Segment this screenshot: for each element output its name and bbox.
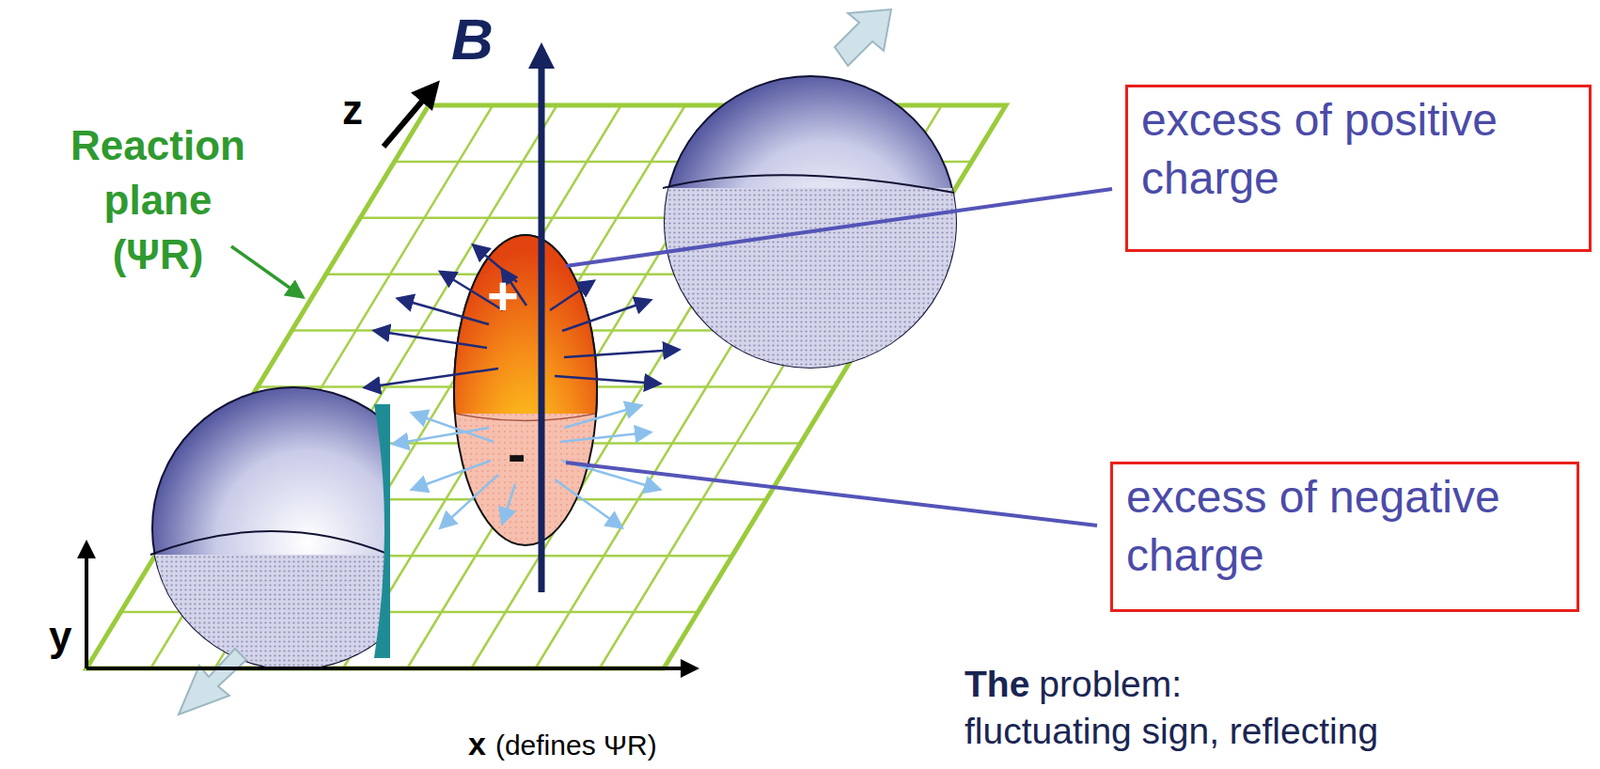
- emission-arrow: [441, 474, 499, 527]
- emission-arrows: [366, 246, 677, 527]
- emission-arrow: [394, 427, 489, 444]
- drawing-part: [454, 235, 597, 546]
- emission-arrow: [366, 368, 499, 388]
- emission-arrow: [549, 282, 593, 311]
- callout-box: excess of negative charge: [1110, 461, 1580, 612]
- drawing-part: [152, 554, 391, 670]
- right-nucleus: [662, 76, 957, 368]
- left-nucleus: [150, 387, 391, 670]
- drawing-part: [150, 531, 391, 555]
- drawing-part: [454, 235, 597, 414]
- callout-text: excess of positive charge: [1141, 91, 1576, 209]
- callout-box: excess of positive charge: [1125, 84, 1592, 252]
- note-text: fluctuating sign, reflecting: [964, 710, 1379, 753]
- leader-line: [565, 462, 1098, 526]
- drawing-part: [152, 554, 391, 670]
- charge-sign: +: [486, 268, 519, 324]
- drawing-part: [455, 413, 596, 422]
- emission-arrow: [376, 330, 487, 348]
- drawing-part: [664, 76, 957, 368]
- z-axis: [383, 84, 437, 147]
- x-axis: [86, 666, 696, 671]
- plane-pointer: [231, 246, 303, 298]
- emission-arrow: [564, 406, 640, 428]
- left-motion-arrow: [178, 648, 247, 715]
- drawing-part: [454, 235, 597, 414]
- emission-arrow: [554, 376, 659, 384]
- axis-label: y: [48, 612, 72, 660]
- emission-arrow: [554, 479, 621, 527]
- drawing-part: [152, 387, 391, 670]
- right-motion-arrow: [834, 9, 892, 66]
- leader-line: [565, 188, 1113, 267]
- axis-note: (defines ΨR): [495, 729, 658, 762]
- axis-label: x: [468, 725, 487, 763]
- emission-arrow: [560, 432, 649, 442]
- drawing-part: [374, 404, 391, 659]
- note-text: The: [964, 663, 1030, 706]
- callout-text: excess of negative charge: [1126, 468, 1564, 586]
- emission-arrow: [502, 484, 516, 522]
- fireball: [454, 235, 597, 546]
- emission-arrow: [413, 460, 491, 489]
- plane-label: Reaction plane (ΨR): [56, 118, 260, 283]
- charge-sign: -: [507, 426, 526, 482]
- field-label: B: [451, 5, 494, 73]
- note-text: problem:: [1038, 663, 1182, 706]
- emission-arrow: [564, 349, 677, 358]
- emission-arrow: [399, 298, 489, 325]
- drawing-part: [664, 188, 957, 368]
- drawing-part: [662, 174, 955, 193]
- magnetic-field-arrow: [538, 48, 546, 593]
- axis-label: z: [342, 86, 363, 134]
- emission-arrow: [562, 300, 649, 331]
- y-axis: [84, 543, 89, 669]
- drawing-part: [664, 188, 957, 368]
